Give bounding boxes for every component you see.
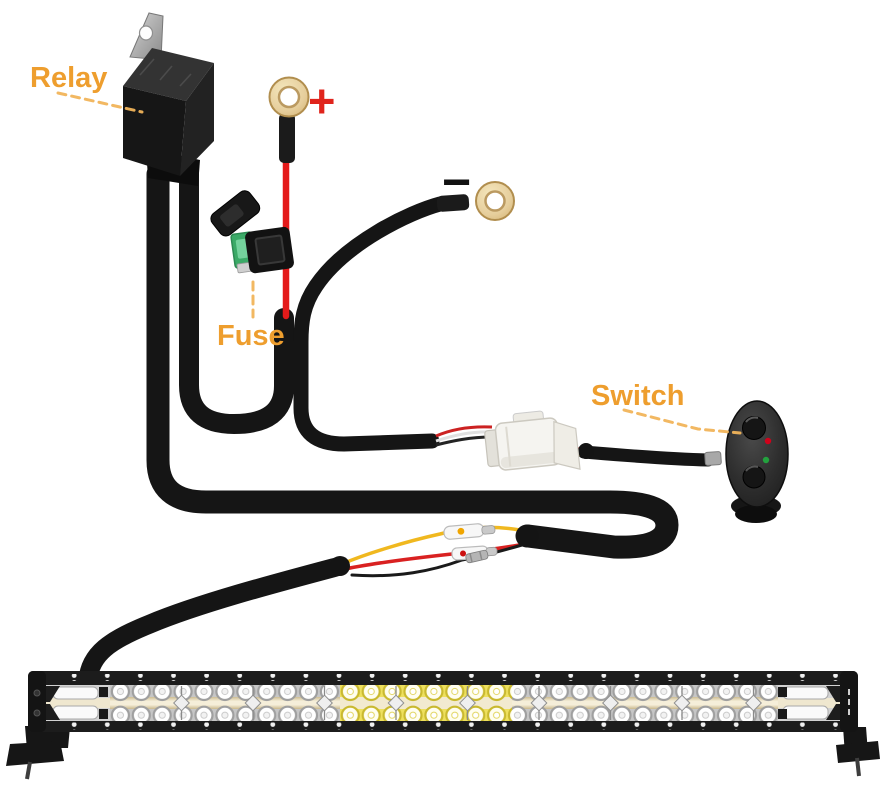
inline-connector-yellow [443,523,496,540]
switch-leader-line [622,408,742,435]
junction-wire-black [350,543,524,578]
positive-terminal: + [268,74,335,163]
switch-button-bottom-highlight [745,465,759,472]
cable-connector-to-switch [577,445,715,467]
relay [123,12,214,186]
bar-bracket-right [836,727,880,777]
negative-ring-hole [484,190,506,212]
cable-junction-to-lightbar [78,556,350,690]
connector-wire-red [435,425,493,438]
switch-label: Switch [591,380,684,412]
switch-led-red [764,437,772,445]
fuse-holder-cap [210,190,261,237]
relay-body-top [123,48,214,101]
fuse-holder-body [245,226,294,274]
positive-crimp-sleeve [279,113,295,163]
bar-yellow-section [340,685,512,721]
relay-leader-line [56,91,144,114]
cable-negative-to-connector [293,196,448,452]
cable-relay-to-junction [146,162,679,559]
switch-button-top-highlight [745,416,759,423]
bar-rivets-top [46,674,840,681]
quick-connector [484,410,581,471]
bar-end-panel-right [778,685,840,721]
cable-end-cap-right [515,524,539,548]
bar-bracket-left [6,726,70,780]
switch-led-green [762,456,770,464]
switch-cable-pin [704,451,722,466]
relay-molded-marks [139,58,192,87]
bar-end-bolt-2 [33,709,41,717]
negative-terminal: − [436,154,515,221]
minus-symbol: − [442,154,471,210]
bar-end-bolt-1 [33,689,41,697]
switch-body [725,400,789,508]
fuse-label: Fuse [217,320,285,352]
cable-sheath-tip [578,443,594,459]
fuse-holder [210,190,294,274]
relay-body-front [123,86,186,176]
switch-button-top [742,416,766,440]
cable-end-cap-left [330,556,350,576]
bar-rivets-bottom [46,722,840,730]
bar-diamond-lenses [173,694,762,712]
junction-wires [330,523,539,578]
cable-fuse-loop [179,164,294,434]
harness-cables [78,162,715,690]
switch-pod [704,400,789,523]
plus-symbol: + [308,74,335,127]
inline-crimp-black [465,549,489,564]
annotations: Relay Fuse Switch [30,62,742,435]
bar-end-panel-left [46,685,110,721]
relay-label: Relay [30,62,107,94]
bar-end-cap-left [28,671,46,732]
connector-area [435,410,594,471]
junction-wire-red [338,541,532,572]
bar-end-cap-marks [848,689,850,715]
switch-base-lower [735,505,777,523]
relay-tab-hole [138,25,154,41]
led-light-bar [6,671,880,780]
negative-crimp-sleeve [436,194,470,212]
relay-body-side [180,63,214,176]
positive-ring-hole [277,85,301,109]
